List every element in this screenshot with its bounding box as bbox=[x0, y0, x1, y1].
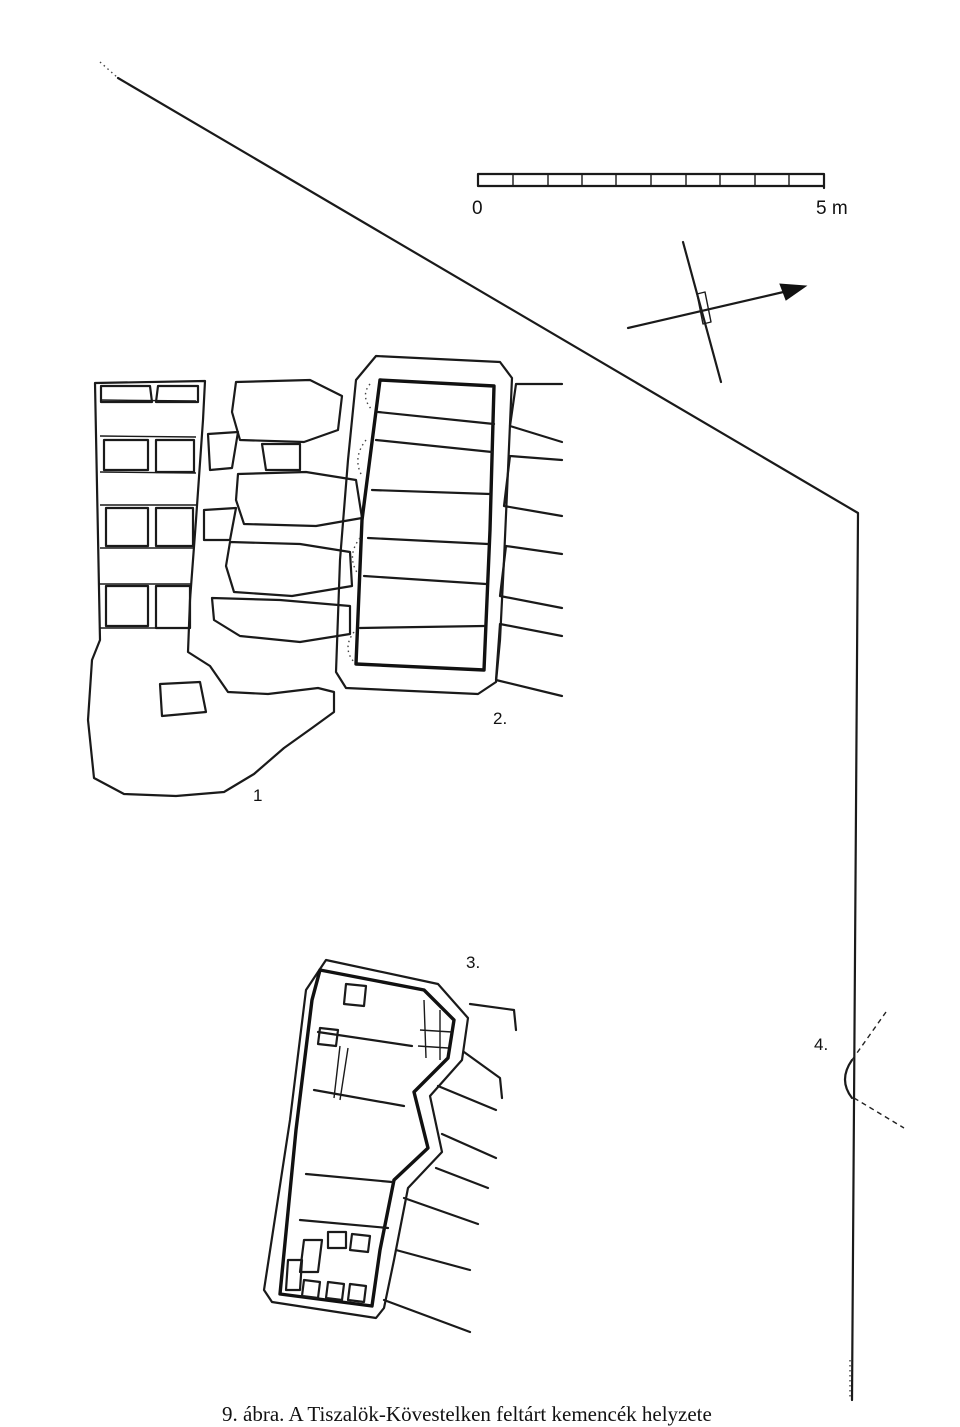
kiln-2: 2. bbox=[334, 354, 564, 728]
kiln-3: 3. bbox=[262, 953, 518, 1334]
scale-bar: 0 5 m bbox=[472, 172, 848, 219]
kiln-4-label: 4. bbox=[814, 1035, 828, 1054]
excavation-boundary bbox=[99, 61, 860, 1402]
kiln-1: 1 bbox=[86, 378, 364, 805]
kiln-3-label: 3. bbox=[466, 953, 480, 972]
kiln-1-label: 1 bbox=[253, 786, 262, 805]
figure-caption: 9. ábra. A Tiszalök-Kövestelken feltárt … bbox=[222, 1402, 712, 1426]
scale-end-label: 5 m bbox=[816, 198, 848, 219]
kiln-2-label: 2. bbox=[493, 709, 507, 728]
north-arrow-icon bbox=[626, 240, 808, 384]
kiln-4: 4. bbox=[814, 1011, 905, 1129]
scale-start-label: 0 bbox=[472, 198, 483, 219]
